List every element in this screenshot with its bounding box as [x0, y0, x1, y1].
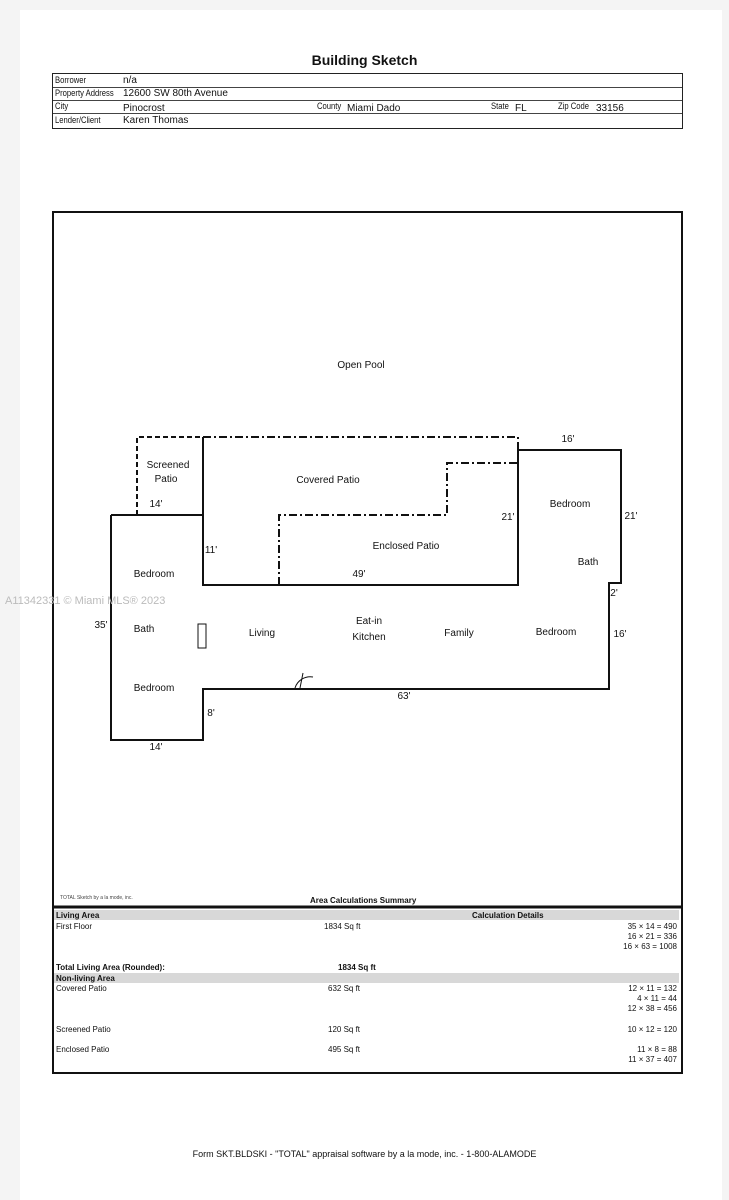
- label-screened-patio: Patio: [154, 474, 178, 485]
- sketch-credit: TOTAL Sketch by a la mode, inc.: [60, 895, 133, 901]
- lender-value: Karen Thomas: [123, 115, 189, 126]
- dimension: 8': [207, 708, 215, 719]
- city-label: City: [55, 101, 69, 111]
- living-header-band: [54, 910, 679, 920]
- dimension: 16': [561, 434, 575, 445]
- info-table: Borrower n/a Property Address 12600 SW 8…: [52, 73, 683, 129]
- sketch-frame: [52, 211, 683, 1074]
- lender-row: Lender/Client Karen Thomas: [53, 114, 682, 127]
- covered-patio-outline: [203, 436, 519, 450]
- door-swing-icon: [294, 672, 314, 689]
- page-title: Building Sketch: [311, 52, 418, 68]
- label-bedroom: Bedroom: [133, 683, 175, 694]
- calc-line: 16 × 21 = 336: [627, 932, 677, 941]
- house-outline: [110, 437, 622, 741]
- enclosed-patio-label: Enclosed Patio: [56, 1045, 110, 1054]
- label-open-pool: Open Pool: [337, 360, 385, 371]
- nonliving-header: Non-living Area: [56, 974, 115, 983]
- watermark: A11342331 © Miami MLS® 2023: [5, 595, 166, 607]
- label-eat-in: Eat-in: [355, 616, 383, 627]
- zip-value: 33156: [596, 103, 624, 114]
- lender-label: Lender/Client: [55, 115, 101, 125]
- borrower-row: Borrower n/a: [53, 74, 682, 88]
- calc-line: 11 × 37 = 407: [628, 1055, 677, 1064]
- living-area-header: Living Area: [56, 911, 100, 920]
- dimension: 35': [94, 620, 108, 631]
- calc-details-header: Calculation Details: [472, 911, 544, 920]
- city-value: Pinocrost: [123, 103, 165, 114]
- address-label: Property Address: [55, 88, 114, 98]
- label-kitchen: Kitchen: [352, 632, 386, 643]
- screened-patio-label: Screened Patio: [56, 1025, 111, 1034]
- label-bedroom: Bedroom: [535, 627, 577, 638]
- label-covered-patio: Covered Patio: [296, 475, 360, 486]
- screened-patio-outline: [136, 436, 203, 515]
- zip-label: Zip Code: [558, 101, 590, 111]
- label-screened: Screened: [146, 460, 190, 471]
- calc-line: 10 × 12 = 120: [627, 1025, 677, 1034]
- county-value: Miami Dado: [347, 103, 401, 114]
- dimension: 49': [352, 569, 366, 580]
- dimension: 11': [204, 545, 218, 556]
- label-bath: Bath: [133, 624, 155, 635]
- fireplace-icon: [197, 623, 207, 649]
- calc-line: 16 × 63 = 1008: [623, 942, 677, 951]
- label-living: Living: [248, 628, 276, 639]
- first-floor-area: 1834 Sq ft: [324, 922, 361, 931]
- dimension: 63': [397, 691, 411, 702]
- covered-patio-area: 632 Sq ft: [328, 984, 361, 993]
- document-sheet: [20, 10, 722, 1200]
- borrower-label: Borrower: [55, 75, 87, 85]
- label-bath: Bath: [577, 557, 599, 568]
- dimension: 21': [501, 512, 515, 523]
- calc-line: 12 × 38 = 456: [627, 1004, 677, 1013]
- state-label: State: [491, 101, 509, 111]
- screened-patio-area: 120 Sq ft: [328, 1025, 361, 1034]
- total-living-label: Total Living Area (Rounded):: [56, 963, 165, 972]
- county-label: County: [317, 101, 342, 111]
- dimension: 2': [610, 588, 618, 599]
- label-family: Family: [444, 628, 474, 639]
- calc-line: 11 × 8 = 88: [637, 1045, 677, 1054]
- address-value: 12600 SW 80th Avenue: [123, 88, 228, 99]
- dimension: 14': [149, 499, 163, 510]
- dimension: 14': [149, 742, 163, 753]
- dimension: 16': [613, 629, 627, 640]
- address-row: Property Address 12600 SW 80th Avenue: [53, 87, 682, 101]
- city-row: City Pinocrost County Miami Dado State F…: [53, 100, 682, 114]
- total-living-value: 1834 Sq ft: [338, 963, 376, 972]
- state-value: FL: [515, 103, 527, 114]
- calc-line: 35 × 14 = 490: [627, 922, 677, 931]
- nonliving-header-band: [54, 973, 679, 983]
- dimension: 21': [624, 511, 638, 522]
- borrower-value: n/a: [123, 75, 137, 86]
- enclosed-patio-area: 495 Sq ft: [328, 1045, 361, 1054]
- summary-title: Area Calculations Summary: [310, 896, 417, 905]
- first-floor-label: First Floor: [56, 922, 92, 931]
- covered-patio-label: Covered Patio: [56, 984, 107, 993]
- calc-line: 4 × 11 = 44: [637, 994, 677, 1003]
- label-bedroom: Bedroom: [133, 569, 175, 580]
- form-footer: Form SKT.BLDSKI - "TOTAL" appraisal soft…: [192, 1149, 537, 1159]
- calc-line: 12 × 11 = 132: [628, 984, 677, 993]
- label-enclosed-patio: Enclosed Patio: [372, 541, 440, 552]
- label-bedroom: Bedroom: [549, 499, 591, 510]
